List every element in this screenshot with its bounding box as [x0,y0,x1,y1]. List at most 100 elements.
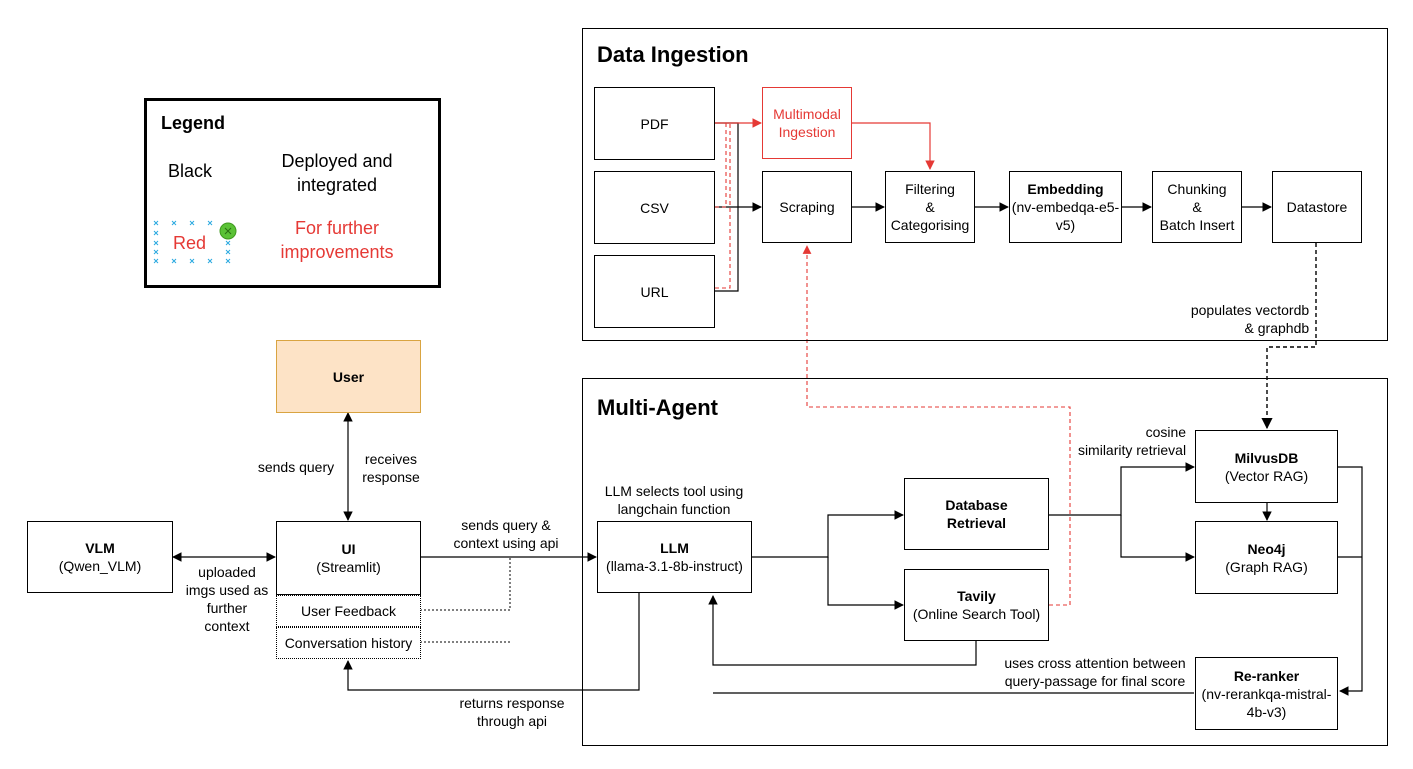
returns-response-label: returns response through api [459,694,564,730]
multi-agent-title: Multi-Agent [597,395,718,420]
legend-red-desc-line2: improvements [280,242,394,262]
chunking-label-line3: Batch Insert [1159,217,1235,233]
scraping-node: Scraping [762,171,852,243]
vlm-model: (Qwen_VLM) [58,558,142,574]
populates-line1: populates vectordb [1190,302,1310,318]
filtering-label-line3: Categorising [890,217,970,233]
filtering-categorising-node: Filtering & Categorising [885,171,975,243]
llm-selects-tool-label: LLM selects tool using langchain functio… [605,482,744,518]
edge-multimodal-to-filtering [852,122,935,170]
llm-selects-line1: LLM selects tool using [604,483,744,499]
db-retrieval-line2: Retrieval [946,515,1007,531]
ui-title: UI [341,541,356,557]
tavily-title: Tavily [957,588,996,604]
llm-title: LLM [660,540,689,556]
datastore-label: Datastore [1286,199,1348,215]
uploaded-line2: imgs used as [185,582,269,598]
neo4j-node: Neo4j (Graph RAG) [1195,521,1338,594]
edge-db-to-milvus [1049,462,1195,516]
filtering-label-line2: & [925,199,935,215]
receives-line1: receives [364,451,418,467]
csv-source-node: CSV [594,171,715,244]
data-ingestion-frame [582,28,1388,341]
pdf-source-node: PDF [594,87,715,160]
cross-attention-label: uses cross attention between query-passa… [1004,654,1185,690]
sends-query-context-line1: sends query & [461,517,551,533]
edge-feedback-to-api [420,557,511,611]
multimodal-label-line1: Multimodal [773,106,841,122]
embedding-model-line2: v5) [1055,217,1076,233]
llm-selects-line2: langchain function [617,501,731,517]
llm-model: (llama-3.1-8b-instruct) [606,558,743,574]
returns-line1: returns response [459,695,565,711]
milvus-subtitle: (Vector RAG) [1224,467,1309,484]
edge-csv-to-multimodal-dashed [715,123,727,208]
ui-streamlit-node: UI (Streamlit) [276,521,421,595]
datastore-node: Datastore [1272,171,1362,243]
uploaded-line4: context [204,618,250,634]
cross-attention-line1: uses cross attention between [1004,655,1186,671]
returns-line2: through api [476,713,548,729]
ui-framework: (Streamlit) [316,559,381,575]
multi-agent-frame [582,378,1388,746]
reranker-node: Re-ranker (nv-rerankqa-mistral- 4b-v3) [1195,657,1338,730]
embedding-title: Embedding [1027,181,1104,197]
vlm-node: VLM (Qwen_VLM) [27,521,173,593]
reranker-model-line2: 4b-v3) [1246,703,1287,720]
multimodal-label-line2: Ingestion [778,124,836,140]
milvus-title: MilvusDB [1234,449,1299,466]
embedding-node: Embedding (nv-embedqa-e5- v5) [1009,171,1122,243]
cosine-line2: similarity retrieval [1077,442,1187,458]
neo4j-title: Neo4j [1247,540,1286,557]
cosine-line1: cosine [1145,424,1187,440]
populates-line2: & graphdb [1244,320,1310,336]
edge-url-to-scraping [715,207,739,292]
sends-query-label: sends query [257,459,335,475]
sends-query-context-line2: context using api [453,535,559,551]
receives-response-label: receives response [362,450,420,486]
conversation-history-label: Conversation history [284,635,413,651]
edge-datastore-to-milvus [1261,243,1317,430]
legend-red-desc-line1: For further [294,218,380,238]
edge-llm-to-tavily [827,557,904,610]
user-label: User [332,368,365,385]
legend-red-label: Red [173,233,207,253]
neo4j-subtitle: (Graph RAG) [1225,558,1308,575]
user-feedback-node: User Feedback [276,595,421,627]
cross-attention-line2: query-passage for final score [1004,673,1186,689]
edge-db-to-neo4j [1120,515,1195,562]
embedding-model-line1: (nv-embedqa-e5- [1011,199,1120,215]
legend-title: Legend [161,113,226,133]
tavily-subtitle: (Online Search Tool) [912,606,1041,622]
pdf-label: PDF [640,115,669,132]
database-retrieval-node: Database Retrieval [904,478,1049,550]
filtering-label-line1: Filtering [905,181,955,197]
uploaded-imgs-label: uploaded imgs used as further context [186,563,268,635]
chunking-label-line1: Chunking [1167,181,1227,197]
sends-query-context-label: sends query & context using api [453,516,558,552]
uploaded-line1: uploaded [198,564,256,580]
edge-milvus-to-reranker [1338,466,1363,696]
uploaded-line3: further [206,600,248,616]
legend-red-selection-marker [153,220,237,264]
chunking-label-line2: & [1192,199,1202,215]
legend-red-desc: For further improvements [265,216,409,264]
multimodal-ingestion-node: Multimodal Ingestion [762,87,852,159]
user-feedback-label: User Feedback [301,603,396,619]
receives-line2: response [362,469,420,485]
csv-label: CSV [640,199,669,216]
edge-url-to-multimodal-dashed [715,123,731,289]
chunking-batch-insert-node: Chunking & Batch Insert [1152,171,1242,243]
legend-panel: Legend Black Deployed and integrated Red… [144,98,441,288]
milvusdb-node: MilvusDB (Vector RAG) [1195,430,1338,503]
legend-black-label: Black [168,161,213,181]
user-node: User [276,340,421,413]
legend-black-desc: Deployed and integrated [265,149,409,197]
url-source-node: URL [594,255,715,328]
edge-tavily-to-llm [708,595,977,666]
populates-edge-label: populates vectordb & graphdb [1191,301,1309,337]
edge-tavily-to-scraping-dashed [802,245,1071,606]
tavily-node: Tavily (Online Search Tool) [904,569,1049,641]
